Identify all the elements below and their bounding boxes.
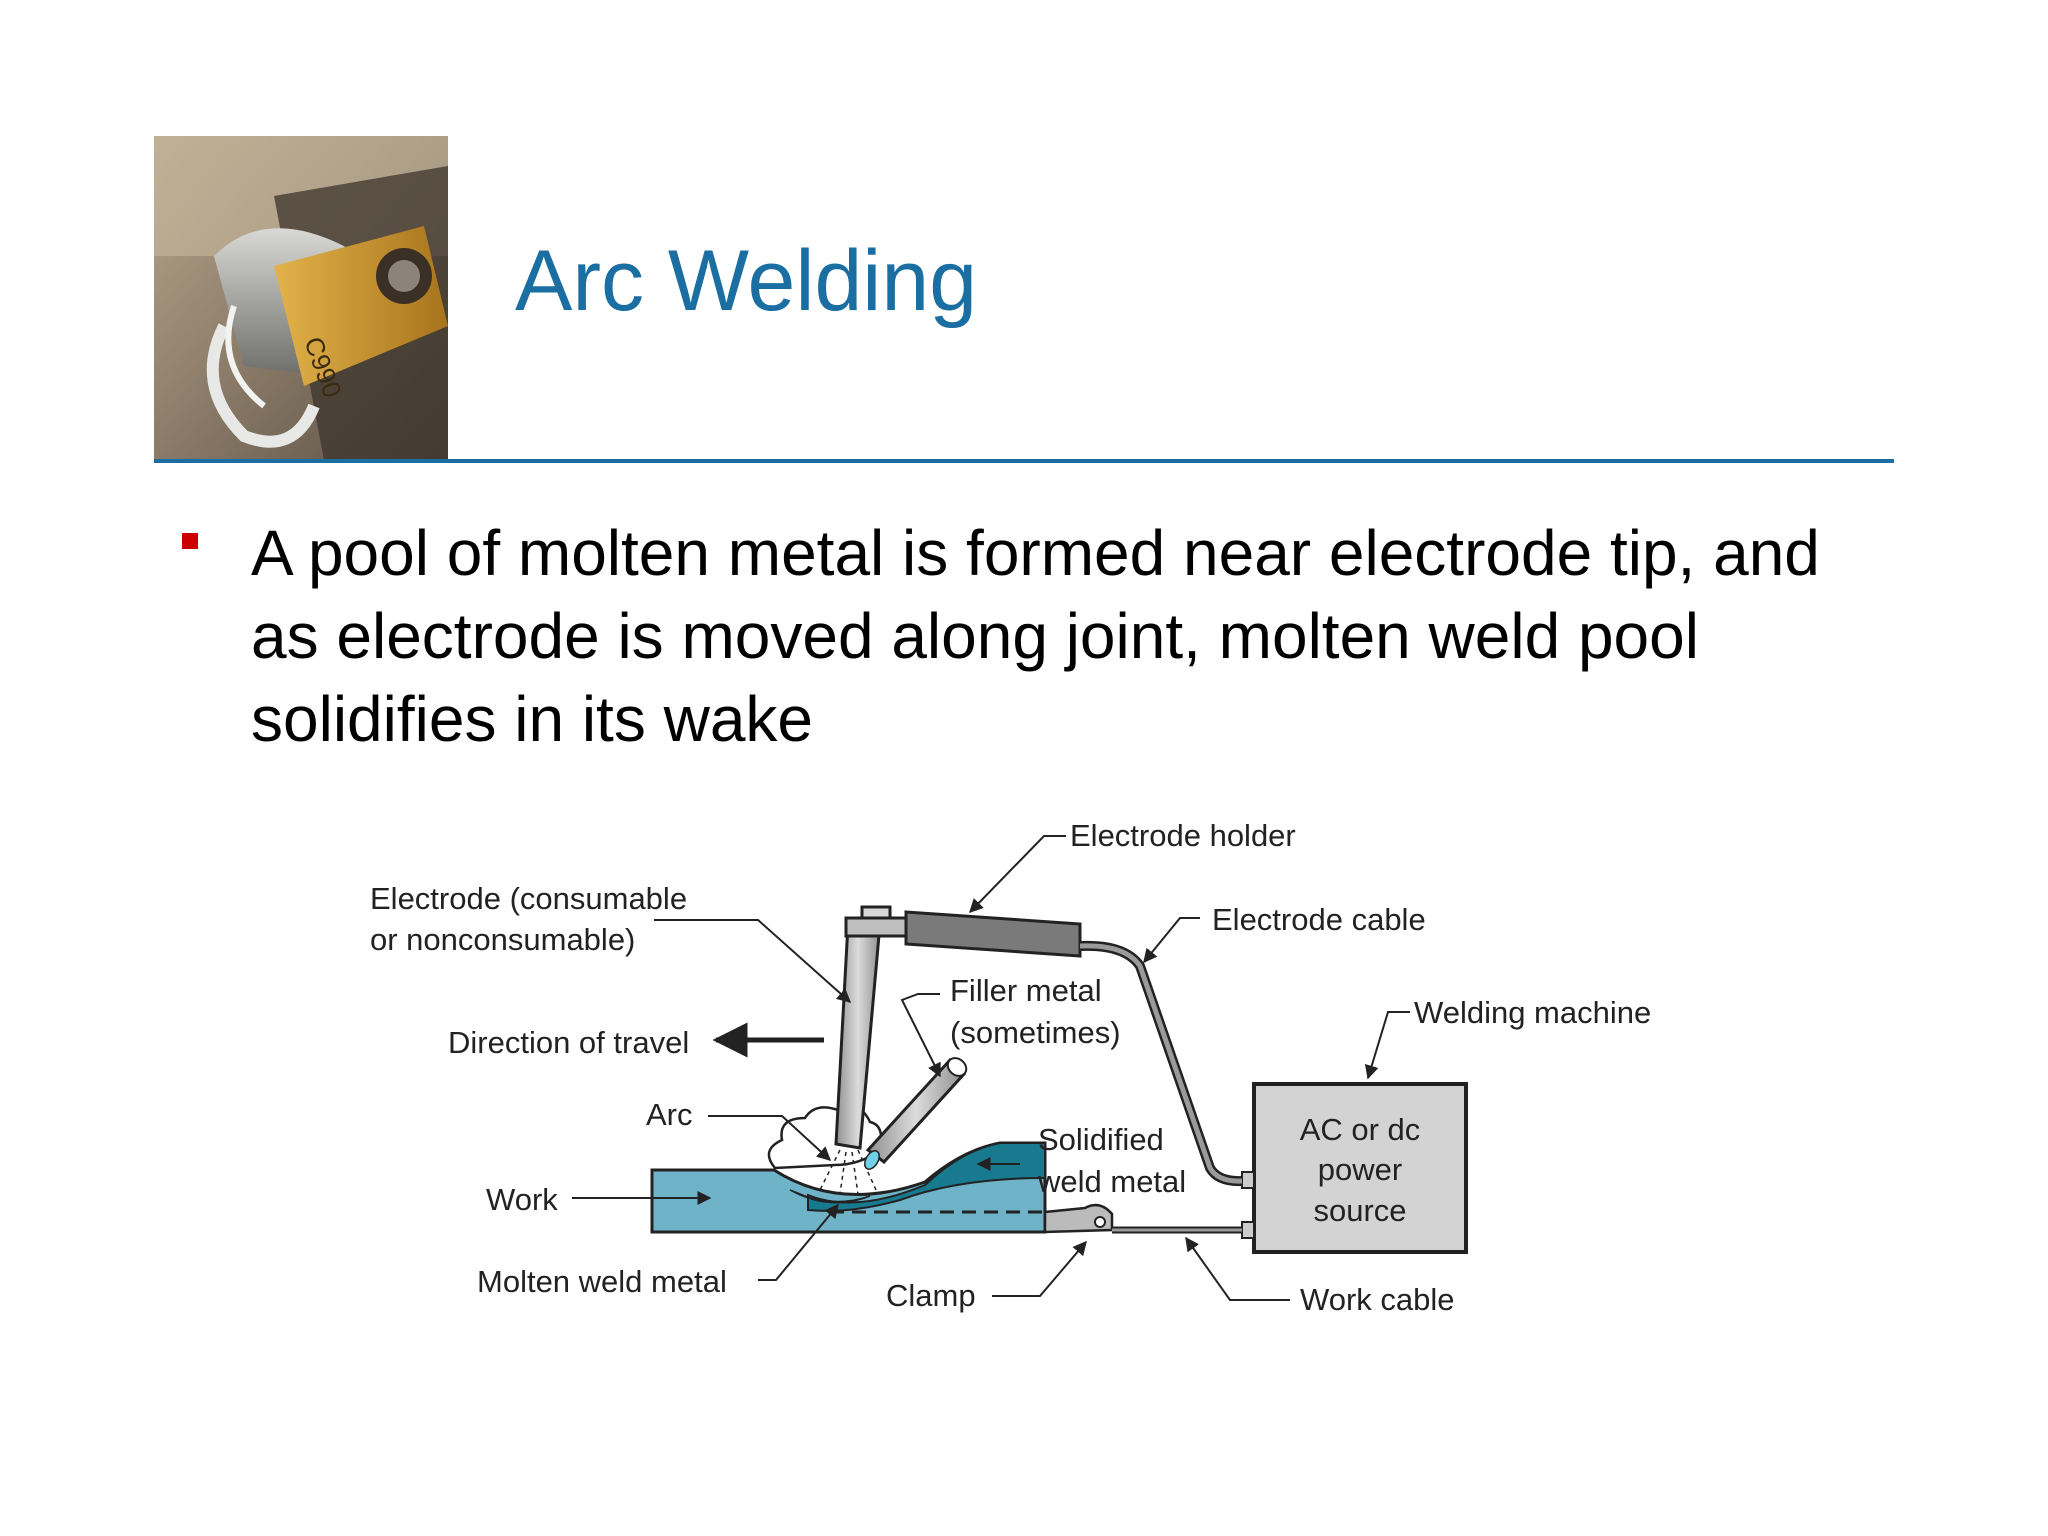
leader-clamp (992, 1240, 1087, 1297)
bullet-text: A pool of molten metal is formed near el… (251, 517, 1820, 755)
label-solidified-line1: Solidified (1038, 1122, 1164, 1157)
header-photo: C990 (154, 136, 448, 460)
label-filler-line2: (sometimes) (950, 1015, 1121, 1050)
tool-insert-image: C990 (154, 136, 448, 460)
label-electrode-holder: Electrode holder (1070, 818, 1296, 853)
electrode-holder-jaw (844, 916, 910, 938)
label-filler-line1: Filler metal (950, 973, 1102, 1008)
leader-electrode-holder (969, 835, 1066, 914)
label-molten-weld-metal: Molten weld metal (477, 1264, 727, 1299)
molten-weld-pool (789, 1189, 871, 1204)
electrode-holder (904, 910, 1082, 958)
label-power-line3: source (1313, 1193, 1406, 1228)
label-arc: Arc (646, 1097, 693, 1132)
bullet-marker (182, 533, 198, 549)
filler-rod-end (946, 1057, 968, 1077)
label-electrode-cable: Electrode cable (1212, 902, 1426, 937)
label-direction-of-travel: Direction of travel (448, 1025, 689, 1060)
electrode-terminal (1241, 1171, 1255, 1189)
leader-electrode-cable (1143, 917, 1200, 964)
label-clamp: Clamp (886, 1278, 976, 1313)
leader-work-cable (1185, 1236, 1290, 1301)
label-work: Work (486, 1182, 558, 1217)
title-underline (154, 459, 1894, 463)
leader-filler-metal (900, 993, 941, 1078)
clamp-pivot-icon (1094, 1216, 1106, 1228)
work-terminal (1241, 1221, 1255, 1239)
filler-metal-rod (865, 1057, 967, 1165)
label-power-line1: AC or dc (1300, 1112, 1421, 1147)
leader-molten-weld (758, 1203, 839, 1281)
leader-welding-machine (1364, 1011, 1410, 1080)
arc-sparks (819, 1149, 877, 1195)
filler-droplet (864, 1150, 880, 1170)
electrode (834, 922, 882, 1150)
power-source-box (1252, 1082, 1468, 1254)
label-power-line2: power (1318, 1152, 1402, 1187)
leader-electrode (654, 919, 852, 1003)
slide-title: Arc Welding (515, 233, 978, 329)
label-electrode-line2: or nonconsumable) (370, 922, 635, 957)
label-solidified-line2: weld metal (1037, 1164, 1186, 1199)
label-work-cable: Work cable (1300, 1282, 1455, 1317)
leader-arc (708, 1115, 832, 1161)
label-electrode-line1: Electrode (consumable (370, 881, 687, 916)
arc-smoke-cloud (767, 1105, 883, 1170)
label-welding-machine: Welding machine (1414, 995, 1651, 1030)
